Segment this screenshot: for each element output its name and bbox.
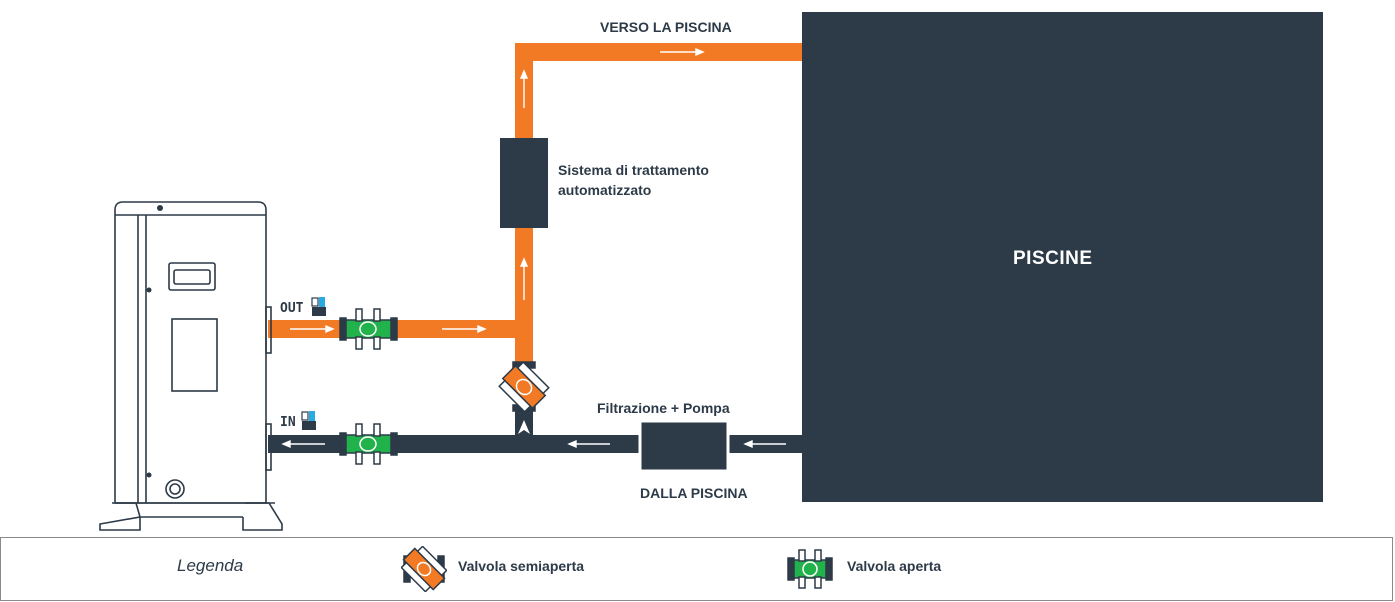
pool: [802, 12, 1323, 502]
port-out-icon: [311, 297, 326, 316]
label-port-in: IN: [280, 415, 296, 430]
flow-arrows: [281, 47, 786, 449]
legend-open-label: Valvola aperta: [847, 558, 942, 574]
filtration-box: [638, 419, 730, 473]
treatment-box: [500, 138, 548, 228]
port-in-icon: [301, 411, 316, 430]
half-open-valve-icon: [401, 546, 447, 592]
label-port-out: OUT: [280, 301, 304, 316]
valve-half-open-bypass: [498, 361, 550, 413]
heat-pump: [99, 201, 283, 531]
valve-open-outlet: [339, 308, 398, 350]
legend-half-open-label: Valvola semiaperta: [458, 558, 585, 574]
plumbing-diagram: [99, 12, 1323, 531]
heat-pump-dots: [146, 205, 163, 478]
label-pool: PISCINE: [1013, 248, 1093, 269]
supply-pipe: [515, 43, 802, 61]
label-treatment-system: Sistema di trattamento automatizzato: [558, 162, 709, 198]
legend: Legenda Valvola semiaperta Valvola apert…: [0, 537, 1393, 601]
open-valve-icon: [787, 549, 833, 589]
bypass-arrow: [518, 420, 530, 434]
label-to-pool: VERSO LA PISCINA: [600, 19, 732, 35]
label-filtration-pump: Filtrazione + Pompa: [597, 400, 730, 416]
label-from-pool: DALLA PISCINA: [640, 485, 748, 501]
outlet-pipe: [268, 320, 533, 338]
valve-open-return: [339, 423, 398, 465]
legend-title: Legenda: [177, 556, 244, 575]
bypass-pipe-upper: [515, 338, 533, 368]
